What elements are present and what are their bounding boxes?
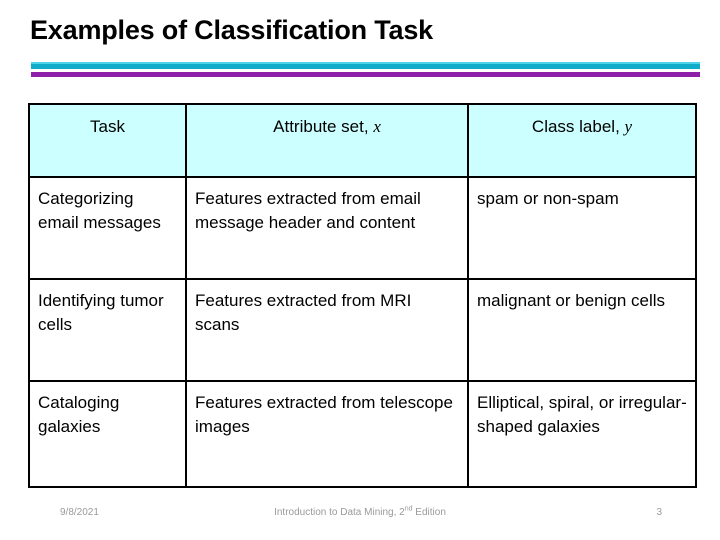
divider-gap	[31, 69, 700, 72]
column-header-attribute-set-label: Attribute set,	[273, 117, 374, 136]
divider-line-cyan-light	[31, 62, 700, 64]
column-header-attribute-set: Attribute set, x	[185, 103, 469, 178]
table-row: Categorizing email messages Features ext…	[28, 176, 697, 280]
footer-date: 9/8/2021	[60, 507, 99, 518]
column-header-task: Task	[28, 103, 187, 178]
footer-citation-edition: Edition	[412, 507, 446, 518]
cell-class-label: spam or non-spam	[467, 176, 697, 280]
column-header-class-label: Class label, y	[467, 103, 697, 178]
table-row: Identifying tumor cells Features extract…	[28, 278, 697, 382]
cell-attributes: Features extracted from telescope images	[185, 380, 469, 488]
footer-page-number: 3	[656, 507, 662, 518]
attribute-set-variable: x	[373, 117, 381, 136]
slide-footer: 9/8/2021 Introduction to Data Mining, 2n…	[0, 506, 720, 526]
footer-citation-ordinal: nd	[404, 505, 413, 513]
cell-task: Cataloging galaxies	[28, 380, 187, 488]
classification-task-table: Task Attribute set, x Class label, y Cat…	[28, 103, 697, 488]
divider-line-purple	[31, 72, 700, 77]
cell-attributes: Features extracted from MRI scans	[185, 278, 469, 382]
footer-citation: Introduction to Data Mining, 2nd Edition	[0, 506, 720, 520]
cell-task: Categorizing email messages	[28, 176, 187, 280]
table-header-row: Task Attribute set, x Class label, y	[28, 103, 697, 178]
table: Task Attribute set, x Class label, y Cat…	[28, 103, 697, 488]
cell-class-label: malignant or benign cells	[467, 278, 697, 382]
title-divider	[31, 62, 700, 77]
cell-attributes: Features extracted from email message he…	[185, 176, 469, 280]
class-label-variable: y	[624, 117, 633, 136]
column-header-class-label-label: Class label,	[531, 117, 625, 136]
column-header-task-label: Task	[90, 117, 125, 136]
footer-citation-text: Introduction to Data Mining, 2	[274, 507, 405, 518]
divider-line-cyan	[31, 64, 700, 69]
cell-task: Identifying tumor cells	[28, 278, 187, 382]
table-row: Cataloging galaxies Features extracted f…	[28, 380, 697, 488]
page-title: Examples of Classification Task	[30, 15, 433, 45]
cell-class-label: Elliptical, spiral, or irregular-shaped …	[467, 380, 697, 488]
